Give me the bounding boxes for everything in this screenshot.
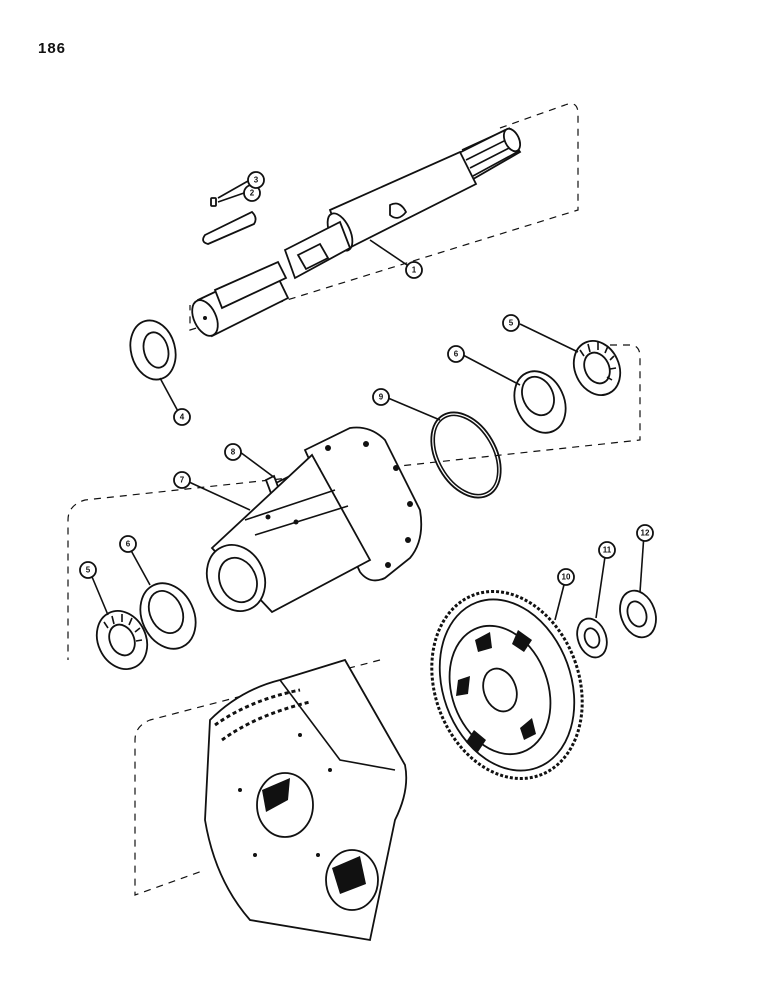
page-number: 186 bbox=[38, 40, 67, 57]
housing-part bbox=[205, 426, 423, 614]
key-part bbox=[202, 210, 257, 245]
bearing-cup-upper-part bbox=[513, 370, 567, 434]
shaft-part bbox=[191, 127, 522, 338]
bearing-cup-lower-part bbox=[139, 582, 197, 650]
callout-5-lower: 5 bbox=[79, 561, 97, 579]
svg-text:12: 12 bbox=[641, 529, 650, 538]
assembly-guide-lines bbox=[67, 103, 641, 896]
svg-text:5: 5 bbox=[509, 319, 514, 328]
svg-text:6: 6 bbox=[454, 350, 459, 359]
callout-4: 4 bbox=[173, 408, 191, 426]
bearing-cone-lower-part bbox=[95, 610, 149, 670]
nut-part bbox=[619, 589, 657, 639]
leader-lines bbox=[89, 180, 645, 621]
callout-10: 10 bbox=[557, 568, 575, 586]
svg-text:1: 1 bbox=[412, 266, 417, 275]
callout-12: 12 bbox=[636, 524, 654, 542]
callout-9: 9 bbox=[372, 388, 390, 406]
svg-text:6: 6 bbox=[126, 540, 131, 549]
svg-text:10: 10 bbox=[562, 573, 571, 582]
svg-text:8: 8 bbox=[231, 448, 236, 457]
callout-1: 1 bbox=[405, 261, 423, 279]
svg-text:3: 3 bbox=[254, 176, 259, 185]
svg-text:5: 5 bbox=[86, 566, 91, 575]
washer-part bbox=[576, 617, 608, 659]
callout-5-upper: 5 bbox=[502, 314, 520, 332]
callout-6-lower: 6 bbox=[119, 535, 137, 553]
callout-8: 8 bbox=[224, 443, 242, 461]
bearing-cone-upper-part bbox=[572, 340, 622, 396]
callout-3: 3 bbox=[247, 171, 265, 189]
o-ring-part bbox=[430, 411, 502, 499]
pin-part bbox=[210, 197, 217, 207]
callout-11: 11 bbox=[598, 541, 616, 559]
callout-7: 7 bbox=[173, 471, 191, 489]
ring-gear-carrier-part bbox=[204, 658, 408, 942]
svg-text:11: 11 bbox=[603, 546, 612, 555]
seal-part bbox=[129, 319, 177, 381]
gear-part bbox=[430, 589, 584, 781]
svg-text:7: 7 bbox=[180, 476, 185, 485]
svg-text:4: 4 bbox=[180, 413, 185, 422]
svg-text:9: 9 bbox=[379, 393, 384, 402]
callout-6-upper: 6 bbox=[447, 345, 465, 363]
svg-text:2: 2 bbox=[250, 189, 255, 198]
